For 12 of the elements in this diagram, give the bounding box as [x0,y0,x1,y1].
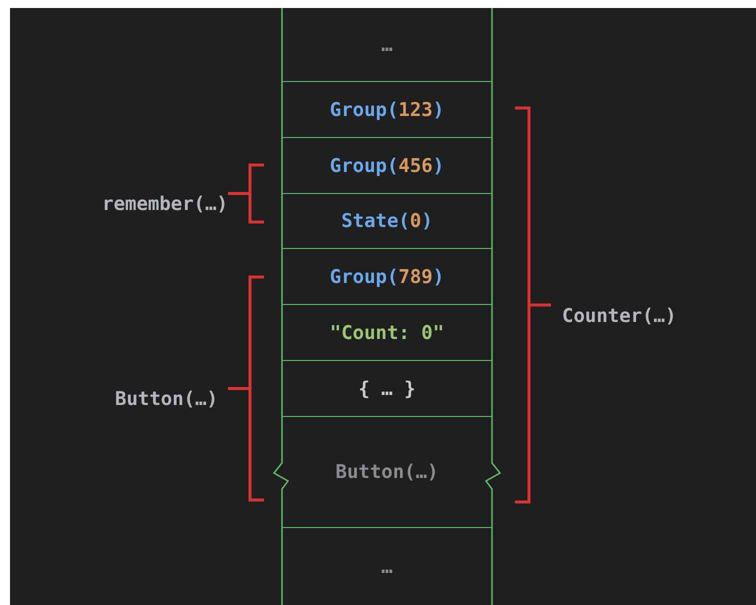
bracket-label: Counter(…) [562,305,676,327]
slot-row: Button(…) [282,416,492,527]
slot-row: "Count: 0" [282,304,492,360]
slot-row: … [282,527,492,605]
slot-row: Group(456) [282,137,492,193]
slot-row: Group(123) [282,81,492,137]
bracket-label: Button(…) [115,388,218,410]
slot-row: … [282,8,492,81]
slot-row: { … } [282,360,492,416]
slot-row: State(0) [282,193,492,248]
slot-row: Group(789) [282,248,492,304]
bracket-label: remember(…) [102,193,228,215]
